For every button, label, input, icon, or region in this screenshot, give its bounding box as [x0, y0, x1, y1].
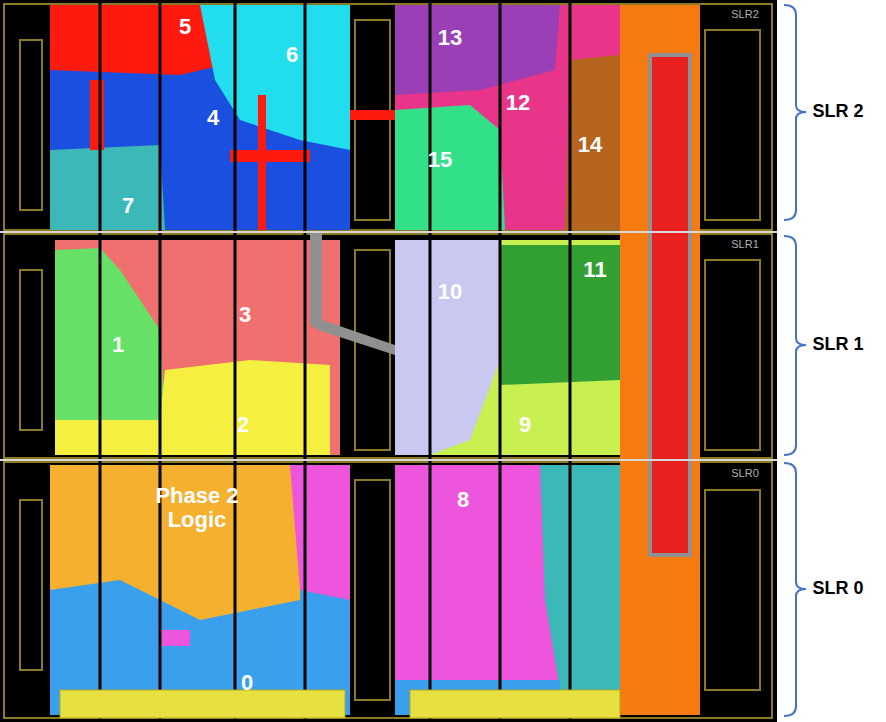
callout-number: 9	[519, 413, 531, 437]
region-label: Phase 2 Logic	[137, 484, 257, 532]
callout-number: 2	[237, 413, 249, 437]
slr-label: SLR 1	[812, 335, 863, 355]
callout-number: 15	[428, 148, 452, 172]
callout-number: 0	[241, 671, 253, 695]
callout-number: 10	[438, 280, 462, 304]
callout-number: 14	[578, 133, 602, 157]
callout-number: 13	[438, 26, 462, 50]
callout-number: 3	[239, 303, 251, 327]
callout-number: 4	[207, 106, 219, 130]
slr-label: SLR 2	[812, 102, 863, 122]
callout-number: 11	[583, 258, 606, 282]
slr-label: SLR 0	[812, 579, 863, 599]
callout-number: 1	[112, 333, 124, 357]
callout-number: 12	[506, 91, 530, 115]
die-label: SLR2	[731, 8, 759, 20]
callout-number: 7	[122, 194, 134, 218]
callout-number: 8	[457, 488, 469, 512]
die-label: SLR0	[731, 467, 759, 479]
die-label: SLR1	[731, 238, 759, 250]
callout-number: 5	[179, 15, 191, 39]
callout-number: 6	[286, 43, 298, 67]
